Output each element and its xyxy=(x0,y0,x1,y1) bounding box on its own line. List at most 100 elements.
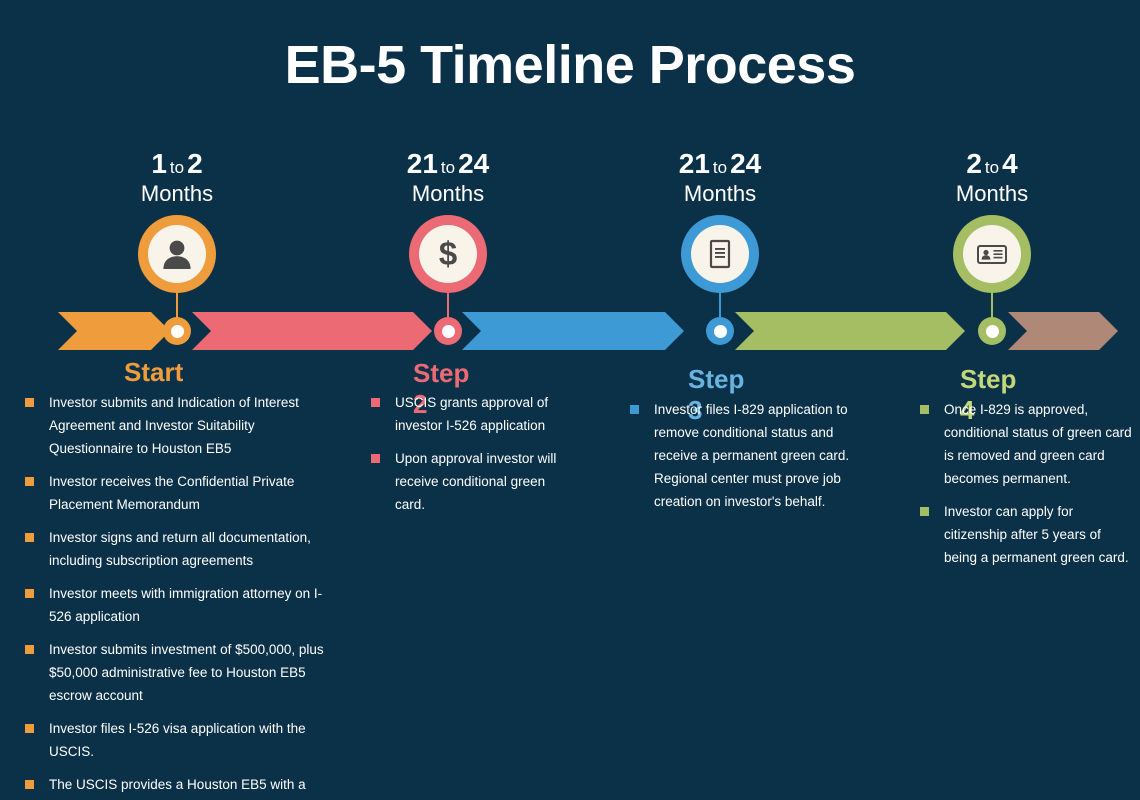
bullet-square xyxy=(371,398,380,407)
step-label-step-3: Step 3 xyxy=(688,364,745,425)
connector-stem-step-4 xyxy=(991,288,993,332)
bullet-square xyxy=(25,589,34,598)
icon-circle-step-2: $ xyxy=(409,215,487,293)
bullet-list-step-4: Once I-829 is approved, conditional stat… xyxy=(912,398,1134,579)
arrow-notch-shade xyxy=(1008,312,1030,350)
connector-stem-start xyxy=(176,288,178,332)
ribbon-arrow-step-3 xyxy=(462,312,684,350)
duration-from: 21 xyxy=(406,148,438,179)
duration-to-word: to xyxy=(440,158,456,177)
step-label-start: Start xyxy=(124,357,184,387)
icon-circle-inner xyxy=(963,225,1021,283)
list-item-text: Investor meets with immigration attorney… xyxy=(49,586,323,624)
ribbon-arrow-step-4 xyxy=(735,312,965,350)
timeline-node-step-4 xyxy=(978,317,1006,345)
list-item-text: Investor submits and Indication of Inter… xyxy=(49,395,299,456)
list-item: Investor submits investment of $500,000,… xyxy=(17,638,329,707)
bullet-square xyxy=(920,405,929,414)
ribbon-arrow-start xyxy=(58,312,170,350)
duration-until: 2 xyxy=(187,148,203,179)
document-icon xyxy=(709,239,731,269)
bullet-square xyxy=(25,477,34,486)
list-item-text: Investor submits investment of $500,000,… xyxy=(49,642,324,703)
icon-circle-inner: $ xyxy=(419,225,477,283)
duration-to-word: to xyxy=(169,158,185,177)
icon-circle-inner xyxy=(148,225,206,283)
icon-circle-step-3 xyxy=(681,215,759,293)
duration-to-word: to xyxy=(984,158,1000,177)
ribbon-arrow-tail xyxy=(1008,312,1118,350)
list-item: Upon approval investor will receive cond… xyxy=(363,447,578,516)
list-item-text: Once I-829 is approved, conditional stat… xyxy=(944,402,1132,486)
node-dot xyxy=(985,324,999,338)
icon-circle-start xyxy=(138,215,216,293)
page-title: EB-5 Timeline Process xyxy=(284,35,856,95)
list-item: Investor files I-829 application to remo… xyxy=(622,398,852,513)
duration-from: 2 xyxy=(966,148,982,179)
bullet-square xyxy=(25,724,34,733)
duration-unit: Months xyxy=(140,181,214,206)
duration-unit: Months xyxy=(683,181,757,206)
list-item: Investor files I-526 visa application wi… xyxy=(17,717,329,763)
bullet-list-start: Investor submits and Indication of Inter… xyxy=(17,391,329,800)
bullet-square xyxy=(25,398,34,407)
node-dot xyxy=(170,324,184,338)
node-dot xyxy=(713,324,727,338)
duration-from: 21 xyxy=(678,148,710,179)
ribbon-arrow-step-2 xyxy=(192,312,432,350)
duration-to-word: to xyxy=(712,158,728,177)
bullet-square xyxy=(630,405,639,414)
list-item-text: USCIS grants approval of investor I-526 … xyxy=(395,395,549,433)
arrow-notch-shade xyxy=(58,312,80,350)
icon-circle-inner xyxy=(691,225,749,283)
bullet-square xyxy=(371,454,380,463)
list-item: The USCIS provides a Houston EB5 with a … xyxy=(17,773,329,800)
list-item: Investor meets with immigration attorney… xyxy=(17,582,329,628)
arrow-notch-shade xyxy=(462,312,484,350)
arrow-notch-shade xyxy=(735,312,757,350)
id-card-icon xyxy=(977,245,1007,264)
timeline-node-start xyxy=(163,317,191,345)
duration-from: 1 xyxy=(151,148,167,179)
duration-until: 4 xyxy=(1002,148,1018,179)
person-icon xyxy=(163,240,191,269)
list-item: Investor can apply for citizenship after… xyxy=(912,500,1134,569)
bullet-list-step-3: Investor files I-829 application to remo… xyxy=(622,398,852,523)
list-item-text: Investor can apply for citizenship after… xyxy=(944,504,1129,565)
bullet-list-step-2: USCIS grants approval of investor I-526 … xyxy=(363,391,578,526)
duration-until: 24 xyxy=(730,148,762,179)
bullet-square xyxy=(25,533,34,542)
duration-until: 24 xyxy=(458,148,490,179)
timeline-node-step-2 xyxy=(434,317,462,345)
list-item-text: Investor files I-526 visa application wi… xyxy=(49,721,306,759)
list-item: Investor receives the Confidential Priva… xyxy=(17,470,329,516)
svg-text:$: $ xyxy=(439,236,457,272)
step-label-step-2: Step 2 xyxy=(413,358,470,419)
icon-circle-step-4 xyxy=(953,215,1031,293)
list-item-text: The USCIS provides a Houston EB5 with a … xyxy=(49,777,306,792)
list-item-text: Investor signs and return all documentat… xyxy=(49,530,311,568)
timeline-node-step-3 xyxy=(706,317,734,345)
list-item: Once I-829 is approved, conditional stat… xyxy=(912,398,1134,490)
list-item-text: Upon approval investor will receive cond… xyxy=(395,451,557,512)
connector-stem-step-3 xyxy=(719,288,721,332)
dollar-icon: $ xyxy=(439,236,457,272)
step-label-step-4: Step 4 xyxy=(960,364,1017,425)
bullet-square xyxy=(25,645,34,654)
duration-unit: Months xyxy=(955,181,1029,206)
node-dot xyxy=(441,324,455,338)
bullet-square xyxy=(25,780,34,789)
duration-unit: Months xyxy=(411,181,485,206)
connector-stem-step-2 xyxy=(447,288,449,332)
list-item-text: Investor files I-829 application to remo… xyxy=(654,402,850,509)
list-item: Investor signs and return all documentat… xyxy=(17,526,329,572)
arrow-notch-shade xyxy=(192,312,214,350)
